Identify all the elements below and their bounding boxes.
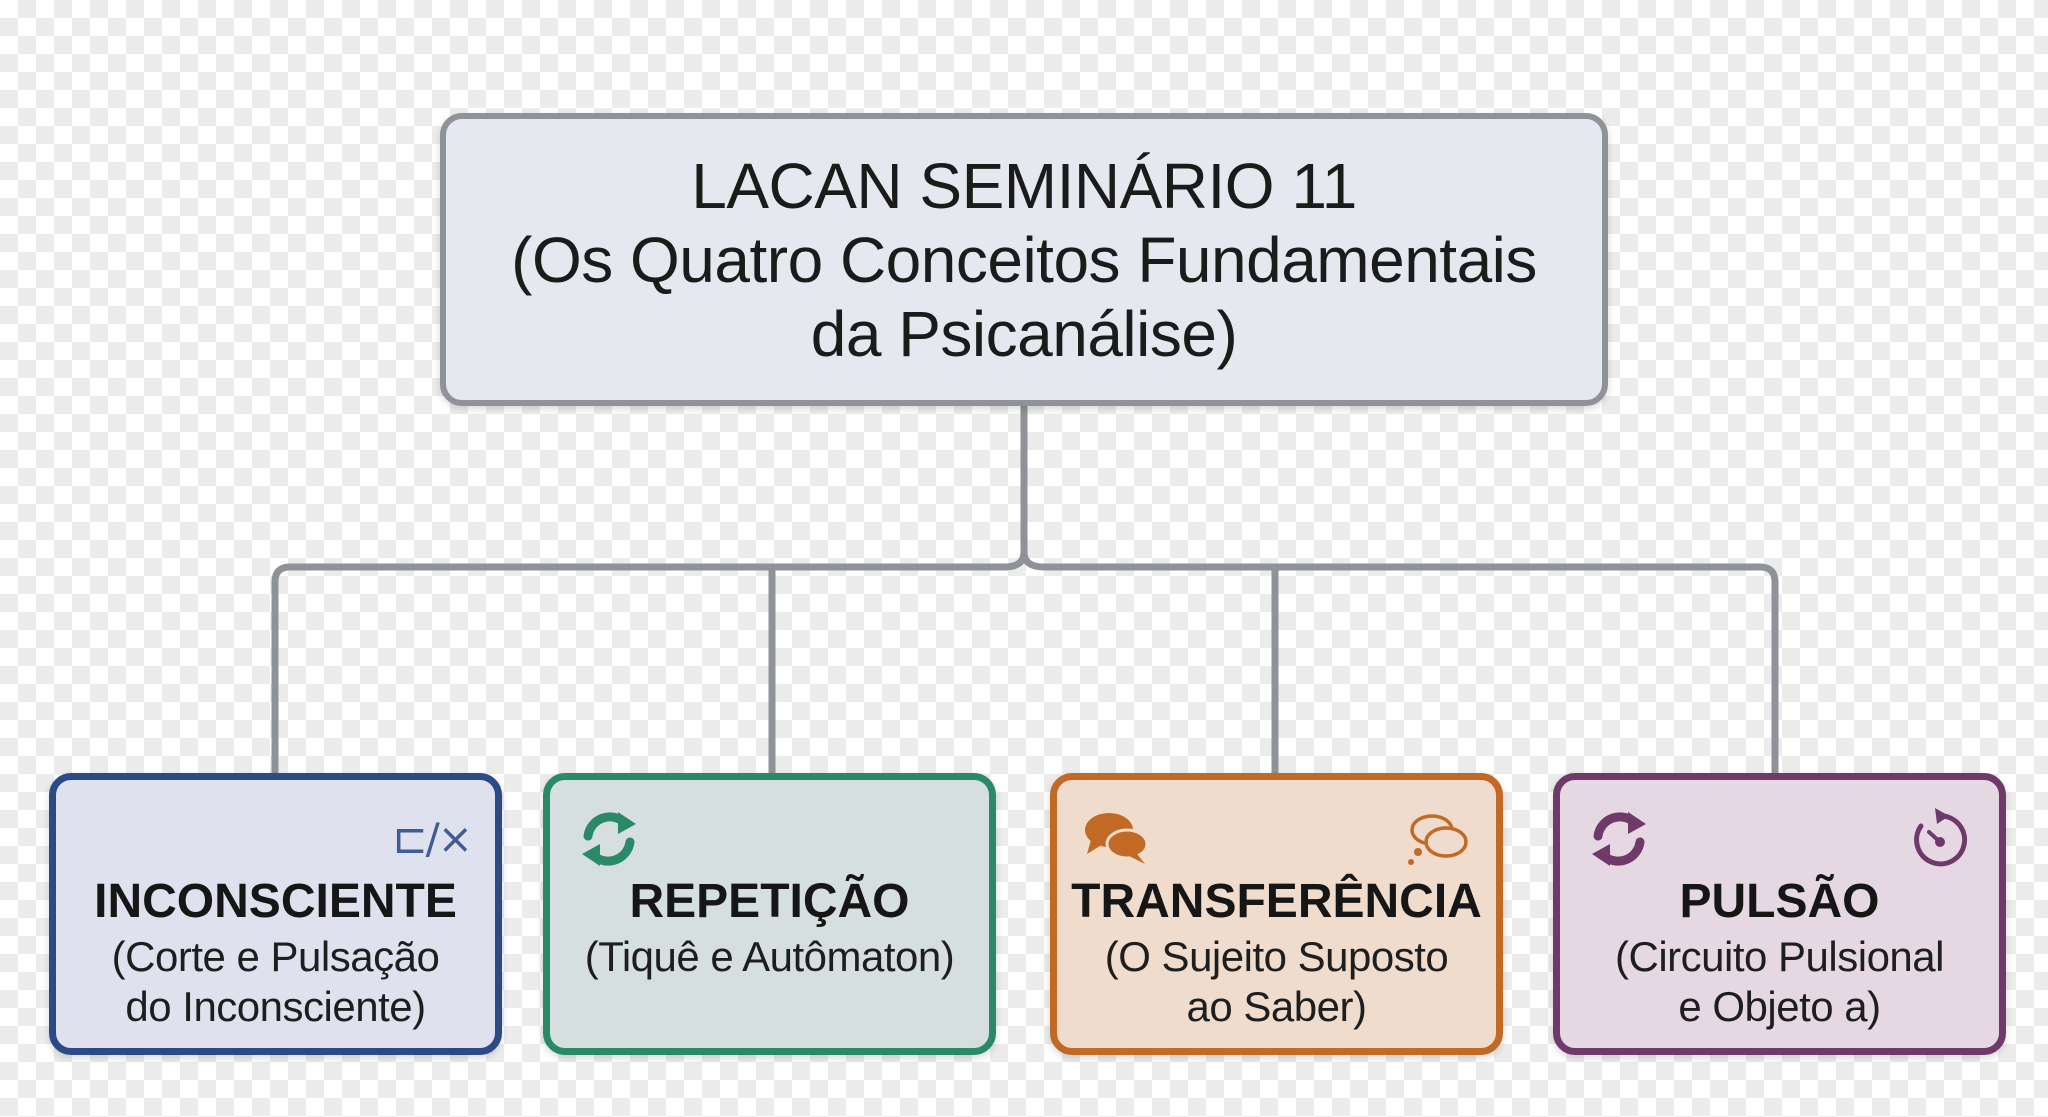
connector-horizontal	[271, 548, 1779, 777]
node-title: INCONSCIENTE	[94, 875, 457, 928]
root-title: LACAN SEMINÁRIO 11	[691, 149, 1357, 222]
node-subtitle-line1: (Tiquê e Autômaton)	[584, 933, 955, 980]
node-title: REPETIÇÃO	[629, 875, 910, 928]
circular-arrow-dot-icon	[1905, 804, 1975, 874]
node-repeticao: REPETIÇÃO (Tiquê e Autômaton)	[543, 773, 996, 1055]
node-subtitle-line1: (Circuito Pulsional	[1615, 933, 1944, 980]
root-subtitle-line2: da Psicanálise)	[810, 297, 1238, 370]
node-transferencia: TRANSFERÊNCIA (O Sujeito Suposto ao Sabe…	[1050, 773, 1503, 1055]
node-pulsao: PULSÃO (Circuito Pulsional e Objeto a)	[1553, 773, 2006, 1055]
node-subtitle-line2: do Inconsciente)	[125, 983, 426, 1030]
node-subtitle-line1: (O Sujeito Suposto	[1104, 933, 1449, 980]
cycle-arrows-icon	[1584, 804, 1654, 874]
root-node: LACAN SEMINÁRIO 11 (Os Quatro Conceitos …	[440, 113, 1608, 406]
node-title: PULSÃO	[1679, 875, 1880, 928]
cut-slash-x-icon: ⊏/×	[392, 814, 473, 863]
cycle-arrows-icon	[574, 804, 644, 874]
node-title: TRANSFERÊNCIA	[1071, 875, 1482, 928]
node-subtitle-line2: ao Saber)	[1186, 983, 1367, 1030]
node-subtitle-line1: (Corte e Pulsação	[111, 933, 440, 980]
node-subtitle-line2: e Objeto a)	[1678, 983, 1881, 1030]
thought-bubbles-icon	[1402, 804, 1472, 874]
root-subtitle-line1: (Os Quatro Conceitos Fundamentais	[511, 223, 1537, 296]
node-inconsciente: ⊏/× INCONSCIENTE (Corte e Pulsação do In…	[49, 773, 502, 1055]
speech-bubbles-icon	[1081, 804, 1151, 874]
